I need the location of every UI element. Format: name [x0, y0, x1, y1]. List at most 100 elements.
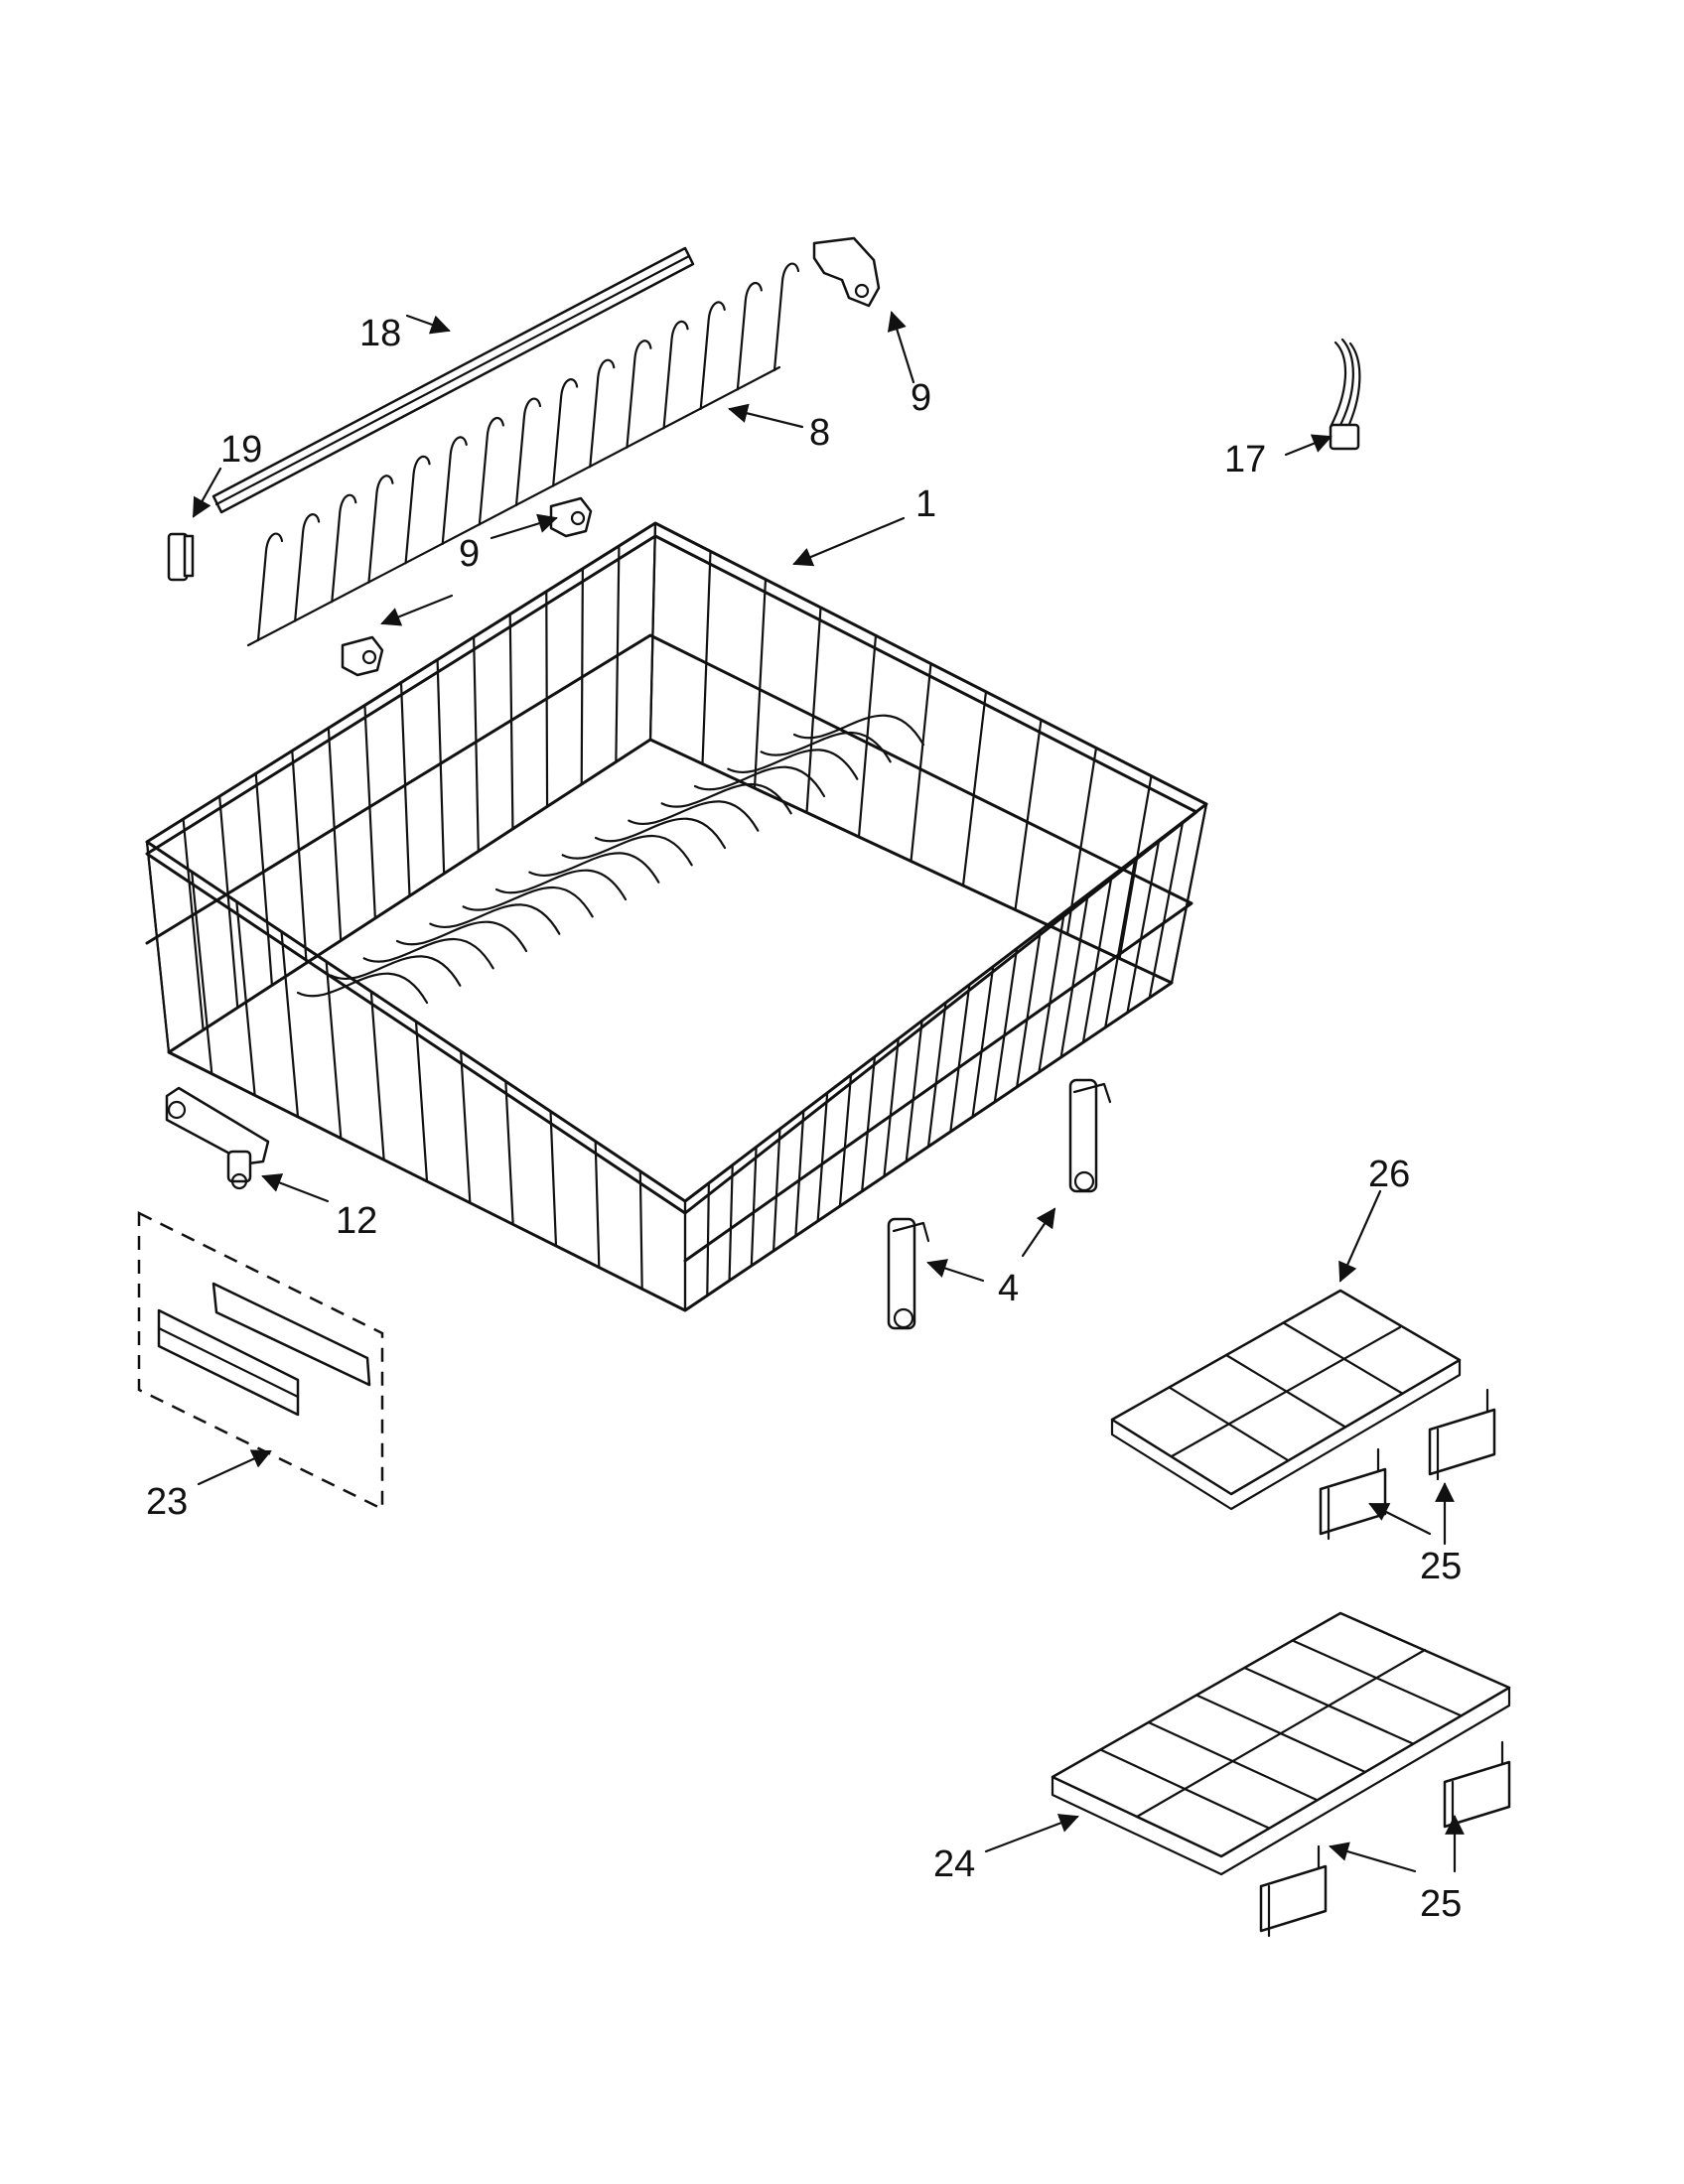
wire-line [327, 727, 343, 942]
wire-line [235, 900, 256, 1097]
leader-12 [261, 1173, 330, 1203]
leader-4-a [926, 1259, 985, 1283]
wire-line [760, 731, 892, 763]
wire-line [949, 983, 971, 1134]
leader-9-top [887, 311, 915, 384]
part-18-rail [211, 246, 695, 514]
wire-line [404, 455, 431, 565]
part-1-upper-rack [145, 521, 1208, 1312]
wire-line [736, 281, 763, 391]
wire-line [816, 1091, 829, 1223]
wire-line [961, 690, 988, 887]
leader-26 [1338, 1189, 1382, 1283]
callout-labels: 18 19 8 9 17 1 9 12 4 26 23 25 24 25 [146, 313, 1462, 1925]
leader-9-mid-a [490, 513, 558, 540]
wire-line [429, 903, 561, 935]
callout-26: 26 [1368, 1154, 1410, 1195]
wire-line [648, 521, 657, 742]
callout-19: 19 [220, 429, 262, 471]
wire-line [441, 436, 468, 545]
callout-25-upper: 25 [1420, 1546, 1462, 1587]
wire-line [699, 301, 726, 410]
part-25-clip-a [1319, 1447, 1387, 1541]
wire-line [1282, 1321, 1404, 1395]
wire-line [256, 532, 284, 642]
wire-line [399, 681, 411, 897]
wire-line [1148, 821, 1185, 1000]
wire-line [905, 1020, 923, 1163]
wire-line [330, 955, 462, 987]
wire-line [1015, 929, 1043, 1089]
wire-line [910, 662, 932, 863]
callout-9-top: 9 [911, 377, 931, 419]
part-9-clip-mid-left [341, 635, 384, 677]
leader-25-c [1329, 1842, 1417, 1873]
leader-25-a [1368, 1502, 1432, 1536]
wire-line [1014, 719, 1043, 911]
wire-line [331, 493, 357, 604]
wire-line [478, 416, 504, 526]
callout-24: 24 [933, 1843, 975, 1885]
wire-line [414, 1020, 429, 1183]
callout-1: 1 [915, 483, 936, 525]
wire-line [363, 704, 376, 920]
callout-17: 17 [1224, 439, 1266, 480]
wire-line [369, 990, 385, 1161]
wire-line [528, 852, 660, 884]
wire-line [1065, 747, 1098, 936]
wire-line [462, 886, 594, 918]
leader-23 [197, 1449, 272, 1486]
wire-line [693, 765, 826, 798]
wire-line [1135, 1648, 1427, 1819]
wire-line [1126, 839, 1161, 1015]
leader-18 [405, 314, 451, 335]
wire-line [794, 1109, 805, 1238]
wire-line [1170, 1325, 1402, 1458]
wire-line [772, 1128, 781, 1253]
wire-line [727, 749, 859, 780]
wire-line [182, 817, 205, 1031]
part-25-clip-d [1443, 1740, 1511, 1834]
wire-line [436, 658, 446, 876]
part-9-clip-top [812, 236, 881, 308]
leader-1 [792, 516, 906, 567]
callout-4: 4 [998, 1268, 1019, 1309]
wire-line [594, 817, 727, 850]
wire-line [291, 750, 308, 965]
wire-line [728, 1163, 734, 1283]
wire-line [883, 1037, 900, 1178]
part-12-adjuster [165, 1086, 270, 1190]
wire-line [628, 800, 760, 832]
part-23-handle [137, 1210, 384, 1512]
wire-line [280, 930, 300, 1119]
wire-line [494, 869, 628, 901]
part-17-wire-clip [1329, 338, 1361, 451]
wire-line [1104, 857, 1137, 1029]
part-9-clip-mid-right [549, 496, 593, 538]
wire-line [145, 840, 171, 1054]
wire-line [993, 947, 1019, 1104]
wire-line [1170, 802, 1208, 985]
wire-line [561, 834, 693, 867]
wire-line [926, 1001, 947, 1149]
wire-line [552, 378, 579, 487]
wire-line [753, 578, 768, 790]
wire-line [296, 972, 429, 1005]
wire-line [706, 1181, 710, 1297]
wire-line [504, 1080, 514, 1226]
part-26-tray [1110, 1289, 1462, 1511]
wire-line [589, 358, 616, 469]
wire-line [549, 1110, 558, 1248]
wire-line [662, 320, 689, 430]
wire-line [218, 795, 239, 1010]
callout-18: 18 [359, 313, 401, 354]
wire-line [971, 965, 995, 1119]
wire-line [626, 340, 652, 449]
wire-line [367, 475, 394, 584]
wire-line [838, 1073, 853, 1208]
wire-line [861, 1055, 877, 1193]
wire-line [1038, 910, 1065, 1074]
part-4-stop-clip-left [887, 1217, 930, 1330]
part-25-clip-c [1259, 1844, 1328, 1938]
